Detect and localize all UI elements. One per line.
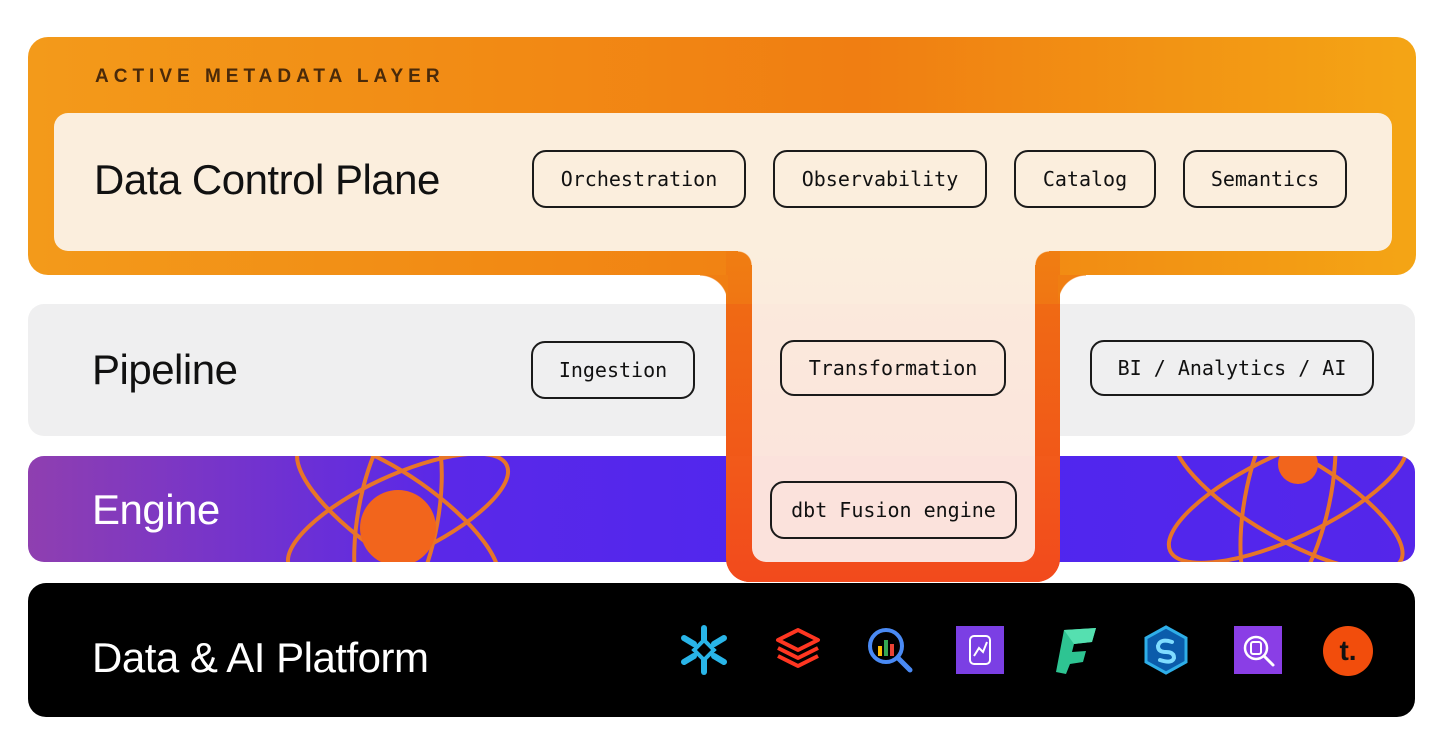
synapse-icon [1144,625,1188,675]
pipeline-row [28,304,1415,436]
engine-title: Engine [92,486,220,533]
ingestion-pill: Ingestion [531,341,695,399]
active-metadata-layer-label: ACTIVE METADATA LAYER [95,66,445,87]
metadata-corner-left [700,275,728,303]
data-control-plane-panel [54,113,1392,251]
catalog-pill: Catalog [1014,150,1156,208]
pipeline-title: Pipeline [92,346,238,393]
athena-icon [1234,626,1282,674]
atom-decoration-icon [285,456,1410,562]
data-ai-platform-title: Data & AI Platform [92,634,429,681]
redshift-icon [956,626,1004,674]
teradata-icon: t. [1323,626,1373,676]
bigquery-icon [868,628,913,673]
engine-row [28,456,1415,562]
semantics-pill: Semantics [1183,150,1347,208]
control-stem-bottom [752,456,1035,562]
microsoft-fabric-icon [1056,628,1096,674]
snowflake-icon [681,625,727,675]
metadata-corner-right [1058,275,1086,303]
dbt-fusion-engine-pill: dbt Fusion engine [770,481,1017,539]
bi-analytics-ai-pill: BI / Analytics / AI [1090,340,1374,396]
orchestration-pill: Orchestration [532,150,746,208]
control-corner-right [1035,251,1049,265]
observability-pill: Observability [773,150,987,208]
databricks-icon [776,628,820,668]
data-control-plane-title: Data Control Plane [94,156,440,203]
transformation-pill: Transformation [780,340,1006,396]
control-corner-left [738,251,752,265]
